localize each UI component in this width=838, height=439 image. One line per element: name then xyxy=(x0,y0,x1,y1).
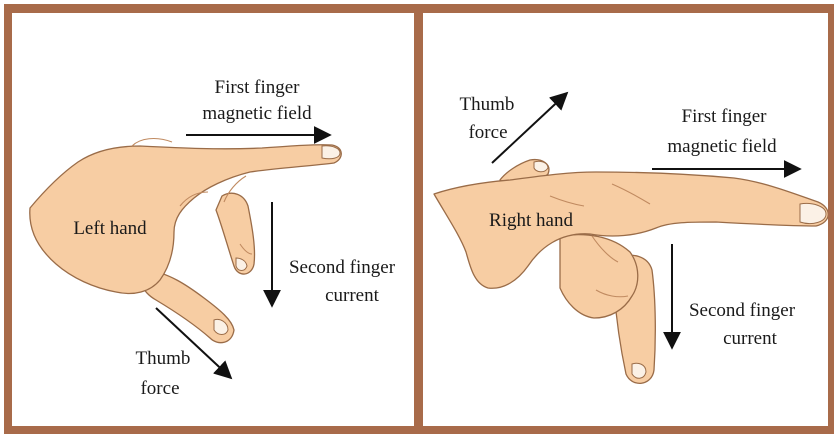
first-finger-label: First finger xyxy=(682,106,768,127)
fingernail xyxy=(632,363,646,378)
current-label: current xyxy=(325,285,380,306)
thumb-label: Thumb xyxy=(460,94,515,115)
magnetic-field-label: magnetic field xyxy=(202,103,312,124)
second-finger-label: Second finger xyxy=(689,300,796,321)
force-label: force xyxy=(468,122,507,143)
fingernail xyxy=(534,161,548,172)
hand-label: Left hand xyxy=(73,218,147,239)
hand-label: Right hand xyxy=(489,210,573,231)
magnetic-field-label: magnetic field xyxy=(667,136,777,157)
force-label: force xyxy=(140,378,179,399)
second-finger-label: Second finger xyxy=(289,257,396,278)
first-finger-label: First finger xyxy=(215,77,301,98)
thumb-label: Thumb xyxy=(136,348,191,369)
current-label: current xyxy=(723,328,778,349)
